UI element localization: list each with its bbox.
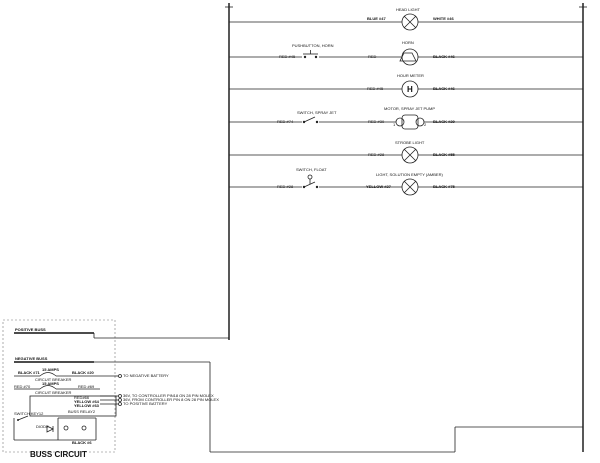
float-switch-icon [302, 174, 319, 189]
device-label: MOTOR, SPRAY JET PUMP [384, 106, 435, 111]
left-wire-label: BLUE #47 [367, 16, 386, 21]
circuit-breaker-label: CIRCUIT BREAKER [35, 390, 71, 395]
wire-red-66: RED#66 [74, 395, 90, 400]
left-wire-label: RED #30 [368, 119, 385, 124]
wire-red-70: RED #70 [14, 384, 31, 389]
switch-wire-label: RED #74 [277, 119, 294, 124]
motor-icon [401, 114, 419, 130]
switch-label: SWITCH, FLOAT [296, 167, 327, 172]
circuit-breaker-icon [39, 385, 57, 390]
buss-circuit: BUSS CIRCUIT POSITIVE BUSS NEGATIVE BUSS… [2, 319, 583, 459]
switch-key-label: SWITCH KEY12 [14, 411, 44, 416]
lamp-icon [401, 178, 419, 196]
wire-yellow-63: YELLOW #63 [74, 403, 100, 408]
device-label: HOUR METER [397, 73, 424, 78]
right-wire-label: WHITE #46 [433, 16, 454, 21]
amps-label: 15 AMPS [42, 367, 59, 372]
wire-black-20: BLACK #20 [72, 370, 95, 375]
rung-head-light: HEAD LIGHT BLUE #47 WHITE #46 [229, 7, 583, 31]
wire-black-71: BLACK #71 [18, 370, 41, 375]
right-wire-label: BLACK #29 [433, 119, 456, 124]
amps-label: 15 AMPS [42, 381, 59, 386]
rung-hour-meter: H HOUR METER RED #45 BLACK #46 [229, 73, 583, 98]
switch-wire-label: RED #28 [277, 184, 294, 189]
right-wire-label: BLACK #46 [433, 86, 456, 91]
motor-pin-1: 1 [393, 122, 396, 127]
meter-icon [401, 80, 419, 98]
positive-buss-label: POSITIVE BUSS [15, 327, 46, 332]
negative-buss-label: NEGATIVE BUSS [15, 356, 48, 361]
relay-wiring [29, 395, 117, 417]
lamp-icon [401, 13, 419, 31]
wire-red-69: RED #69 [78, 384, 95, 389]
to-negative-battery: TO NEGATIVE BATTERY [123, 373, 169, 378]
device-label: LIGHT, SOLUTION EMPTY (AMBER) [376, 172, 443, 177]
device-label: STROBE LIGHT [395, 140, 425, 145]
to-positive-battery: TO POSITIVE BATTERY [123, 401, 168, 406]
relay-coil-icon [63, 425, 69, 431]
pushbutton-icon [303, 50, 318, 59]
buss-circuit-border [2, 319, 116, 453]
to-controller-pin: 36V, TO CONTROLLER PIN18 ON 28 PIN MOLEX [123, 393, 214, 398]
diode-icon [46, 425, 54, 433]
circuit-breaker-icon [39, 372, 57, 377]
motor-pin-2: 2 [424, 122, 427, 127]
switch-label: PUSHBUTTON, HORN [292, 43, 334, 48]
rung-strobe-light: STROBE LIGHT RED #28 BLACK #55 [229, 140, 583, 164]
rung-spray-jet-pump: SWITCH, SPRAY JET RED #74 MOTOR, SPRAY J… [229, 106, 583, 130]
left-wire-label: RED #28 [368, 152, 385, 157]
from-controller-pin: 36V, FROM CONTROLLER PIN 8 ON 28 PIN MOL… [123, 397, 219, 402]
rung-solution-empty-light: SWITCH, FLOAT RED #28 LIGHT, SOLUTION EM… [229, 167, 583, 196]
diode-label: DIODE [36, 424, 49, 429]
rung-horn: PUSHBUTTON, HORN RED #45 HORN RED BLACK … [229, 40, 583, 66]
right-wire-label: BLACK #75 [433, 184, 456, 189]
switch-wire-label: RED #45 [279, 54, 296, 59]
left-wire-label: RED #45 [367, 86, 384, 91]
key-switch-icon [17, 415, 29, 421]
wire-black-6: BLACK #6 [72, 440, 92, 445]
relay-label: BUSS RELAY2 [68, 409, 96, 414]
device-label: HORN [402, 40, 414, 45]
right-wire-label: BLACK #55 [433, 152, 456, 157]
toggle-switch-icon [302, 116, 319, 124]
lamp-icon [401, 146, 419, 164]
device-label: HEAD LIGHT [396, 7, 421, 12]
left-wire-label: YELLOW #27 [366, 184, 392, 189]
switch-label: SWITCH, SPRAY JET [297, 110, 337, 115]
horn-icon [401, 48, 419, 66]
right-wire-label: BLACK #46 [433, 54, 456, 59]
left-wire-label: RED [368, 54, 377, 59]
buss-circuit-title: BUSS CIRCUIT [30, 450, 87, 459]
circuit-breaker-label: CIRCUIT BREAKER [35, 377, 71, 382]
meter-letter: H [407, 85, 413, 94]
wire-yellow-64: YELLOW #64 [74, 399, 100, 404]
